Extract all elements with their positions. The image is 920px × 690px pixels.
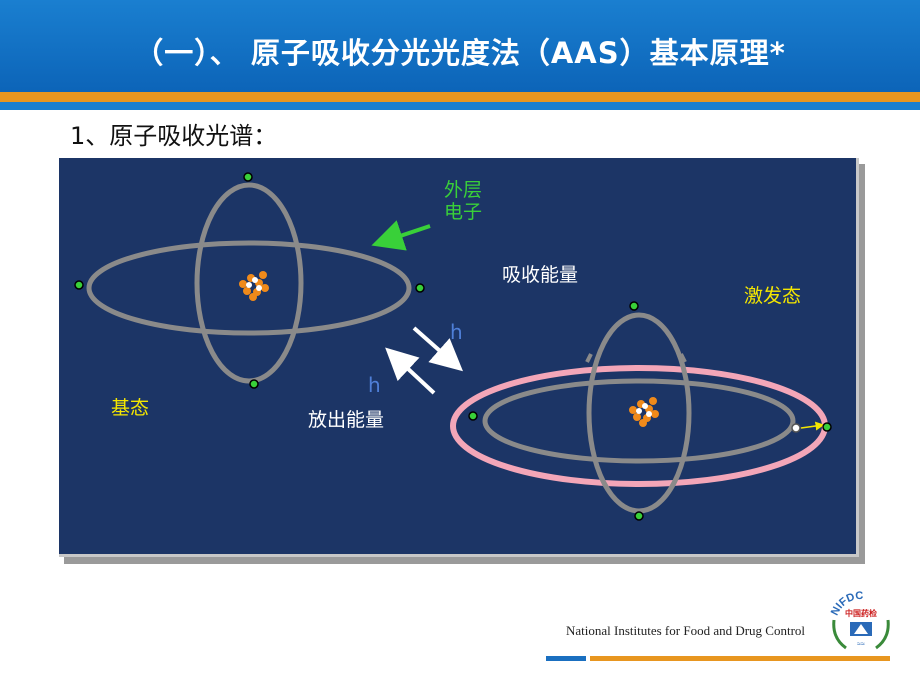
outer-electron-label-line2: 电子	[444, 201, 483, 223]
ground-electron-top	[243, 172, 253, 182]
excited-horizontal-orbit	[482, 378, 796, 464]
excited-electron-bottom	[634, 511, 644, 521]
section-subtitle: 1、原子吸收光谱：	[70, 122, 278, 150]
ground-electron-bottom	[249, 379, 259, 389]
title-bar: （一）、 原子吸收分光光度法（AAS）基本原理*	[0, 0, 920, 92]
excited-electron-left	[468, 411, 478, 421]
svg-text:≈≈: ≈≈	[857, 641, 865, 648]
nifdc-logo: NIFDC 中国药检 ≈≈	[829, 590, 890, 650]
ground-state-atom	[74, 172, 425, 389]
ground-electron-right	[415, 283, 425, 293]
excited-vertical-orbit	[586, 312, 692, 514]
footer-orange-line	[590, 656, 890, 661]
emit-arrow	[385, 347, 436, 395]
excited-state-label: 激发态	[744, 285, 802, 307]
header-blue-stripe	[0, 102, 920, 110]
electron-jump-arrow	[800, 421, 825, 431]
footer-blue-line	[546, 656, 586, 661]
photon-symbol-absorb: h	[450, 320, 463, 344]
ground-state-label: 基态	[111, 397, 150, 419]
excited-nucleus	[629, 397, 659, 427]
ground-horizontal-orbit	[86, 240, 412, 336]
ground-electron-left	[74, 280, 84, 290]
photon-symbol-emit: h	[368, 373, 381, 397]
excited-state-atom	[450, 301, 832, 521]
outer-electron-label: 外层 电子	[444, 179, 482, 223]
slide-title: （一）、 原子吸收分光光度法（AAS）基本原理*	[134, 36, 786, 70]
outer-electron-label-line1: 外层	[444, 179, 483, 201]
logo-chinese-text: 中国药检	[845, 608, 877, 618]
excited-electron-top	[629, 301, 639, 311]
emit-energy-label: 放出能量	[308, 409, 385, 431]
atom-diagram	[74, 172, 832, 521]
absorb-arrow	[412, 326, 463, 372]
ground-vertical-orbit	[194, 182, 304, 384]
ground-nucleus	[239, 271, 269, 301]
header-orange-stripe	[0, 92, 920, 102]
institute-name: National Institutes for Food and Drug Co…	[566, 623, 806, 638]
outer-electron-pointer-arrow	[371, 220, 431, 251]
excited-electron-vacancy	[791, 423, 801, 433]
absorb-energy-label: 吸收能量	[502, 264, 579, 286]
excited-electron-outer	[822, 422, 832, 432]
excited-outer-orbit	[450, 365, 828, 487]
